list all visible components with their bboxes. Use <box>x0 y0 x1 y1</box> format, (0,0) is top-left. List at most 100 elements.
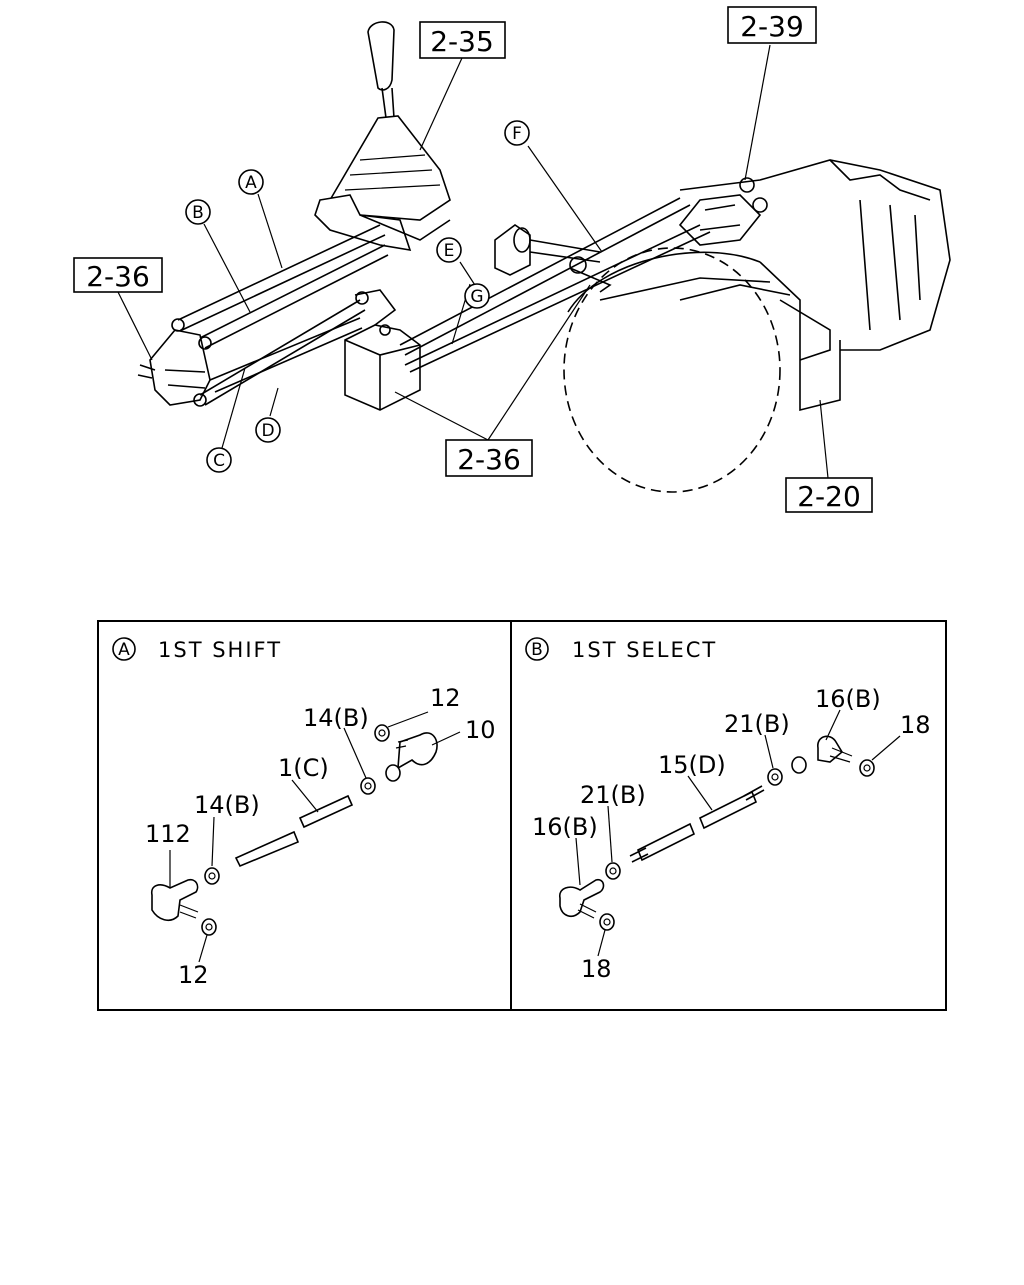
callout-letter: D <box>261 421 274 441</box>
panel-letter-circle <box>112 637 136 661</box>
callout-letter: F <box>512 124 522 144</box>
detail-frame <box>97 620 947 1011</box>
callout-letter: G <box>470 287 483 307</box>
leader-2-20 <box>819 399 829 479</box>
panel-caption: 1ST SHIFT <box>158 638 282 662</box>
cross-shaft <box>529 239 601 263</box>
ref-box-label: 2-36 <box>86 260 150 293</box>
gear-shift-lever <box>314 21 451 252</box>
rod-1c-right <box>298 794 354 829</box>
callout-letter: E <box>444 241 455 261</box>
gearbox-fins <box>859 199 921 331</box>
bell-housing-face <box>599 277 771 301</box>
shift-rod <box>381 87 395 119</box>
gearbox-ribs <box>829 159 931 201</box>
panel-1st-shift: A 1ST SHIFT <box>112 637 496 989</box>
leader-2-36-bottom-b <box>487 284 591 441</box>
callout-C[interactable]: C <box>206 447 232 473</box>
mid-bolt <box>379 324 391 336</box>
control-rods <box>177 197 711 406</box>
gearbox-upper <box>679 159 951 351</box>
ball-joint-10 <box>397 732 438 770</box>
bracket-lines <box>164 369 206 389</box>
leader-A <box>257 193 283 269</box>
leader-2-35 <box>419 57 463 151</box>
ref-box-2-36-bottom[interactable]: 2-36 <box>445 439 533 477</box>
rod-15d-thread <box>743 785 765 801</box>
shift-leaders <box>169 711 461 963</box>
nut-14b-bottom <box>204 867 220 885</box>
nut-14b-top <box>360 777 376 795</box>
shift-bracket-left <box>137 318 212 407</box>
mid-bracket-edges <box>344 339 421 410</box>
callout-B[interactable]: B <box>185 199 211 225</box>
leader-B <box>203 223 251 313</box>
callout-letter: B <box>192 203 204 223</box>
gearbox-lower <box>759 261 841 412</box>
rod-B-lower <box>204 254 389 349</box>
pivot-bolt <box>193 393 207 407</box>
bell-housing-edge <box>679 284 791 301</box>
part-label: 18 <box>581 955 612 983</box>
panel-caption: 1ST SELECT <box>572 638 717 662</box>
mid-bolt <box>355 291 369 305</box>
nut-21b-bottom <box>605 862 621 880</box>
shift-bracket-middle <box>344 289 421 411</box>
panel-1st-select: B 1ST SELECT <box>525 637 931 983</box>
part-label: 15(D) <box>658 751 726 779</box>
rod-E-lower <box>404 204 691 356</box>
rod-C-lower <box>204 309 366 406</box>
support-block <box>494 224 531 276</box>
rod-support <box>494 224 601 276</box>
ref-box-2-36-left[interactable]: 2-36 <box>73 257 163 293</box>
callout-letter: C <box>213 451 225 471</box>
tower-bolt <box>752 197 768 213</box>
ref-box-2-39[interactable]: 2-39 <box>727 6 817 44</box>
panel-letter: B <box>531 640 543 660</box>
ball-joint-112 <box>150 878 199 922</box>
gearbox-step <box>779 299 831 361</box>
mid-bracket-body <box>344 324 421 411</box>
rod-E-upper <box>399 197 681 346</box>
rod-F-lever <box>569 267 612 293</box>
part-label: 12 <box>178 961 209 989</box>
shaft-joint <box>569 256 587 274</box>
part-label: 16(B) <box>815 685 881 713</box>
callout-D[interactable]: D <box>255 417 281 443</box>
mid-bracket-arm <box>354 289 397 326</box>
shift-tower-detail <box>699 204 741 231</box>
ball-joint-16b-bottom-stud <box>577 903 597 919</box>
panel-letter-circle <box>525 637 549 661</box>
callout-A[interactable]: A <box>238 169 264 195</box>
rod-B-upper <box>199 244 386 339</box>
ball-joint-16b-bottom <box>559 878 605 918</box>
tower-bolt <box>739 177 755 193</box>
callout-G[interactable]: G <box>464 283 490 309</box>
rod-C-upper <box>199 299 361 396</box>
leader-2-39 <box>744 44 771 181</box>
part-label: 16(B) <box>532 813 598 841</box>
panel-letter: A <box>118 640 130 660</box>
ball-joint-16b-top-stud <box>829 747 853 763</box>
ref-box-2-20[interactable]: 2-20 <box>785 477 873 513</box>
ball-joint-112-stud <box>179 904 199 919</box>
ball-joint-16b-top <box>817 735 844 763</box>
rod-A-upper <box>177 224 381 321</box>
rod-15d-right <box>698 790 758 830</box>
callout-letter: A <box>245 173 257 193</box>
callout-E[interactable]: E <box>436 237 462 263</box>
select-leaders <box>575 709 901 957</box>
leader-2-36-left <box>117 291 153 361</box>
bracket-stud <box>137 364 156 379</box>
nut-21b-top <box>767 768 783 786</box>
part-label: 18 <box>900 711 931 739</box>
leader-2-36-bottom-a <box>394 391 489 441</box>
callout-F[interactable]: F <box>504 120 530 146</box>
rod-1c-left <box>234 830 300 868</box>
ref-box-label: 2-35 <box>430 25 494 58</box>
shift-knob <box>367 21 395 91</box>
ref-box-2-35[interactable]: 2-35 <box>419 21 506 59</box>
rod-G-lower <box>409 231 711 373</box>
